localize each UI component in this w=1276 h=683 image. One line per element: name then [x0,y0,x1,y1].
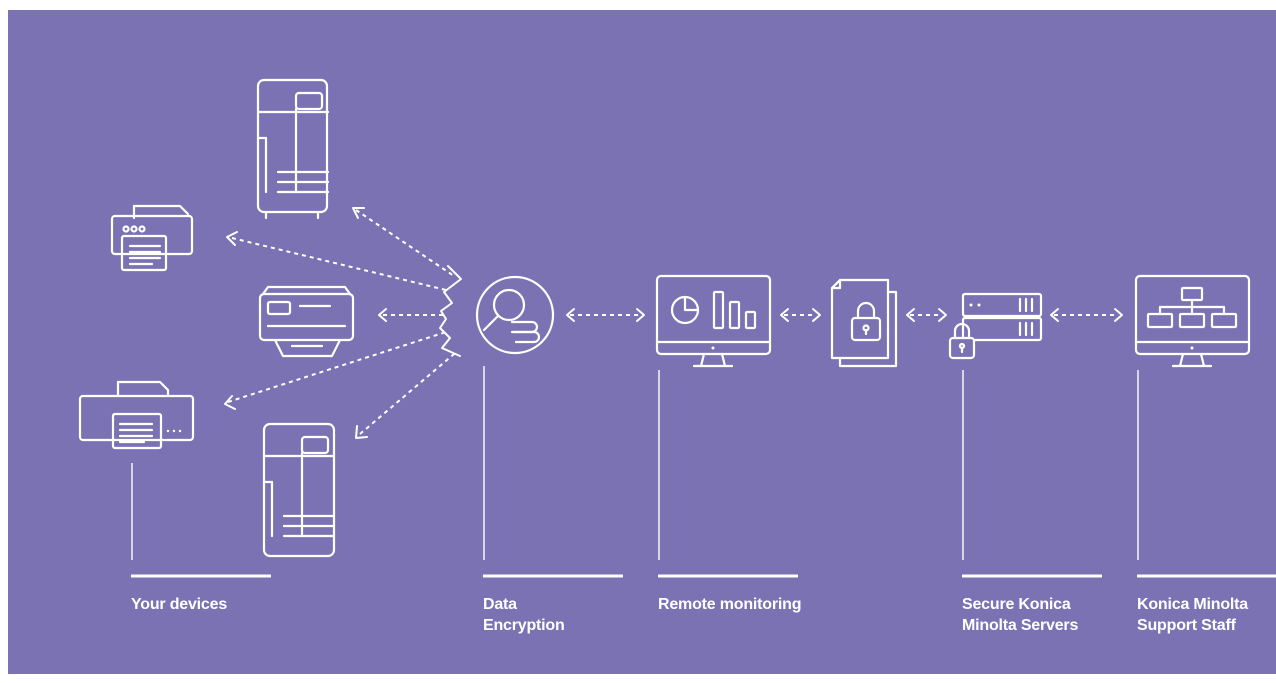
flow-arrows [567,309,1122,321]
secure-servers-label-line1: Secure Konica [962,596,1071,613]
support-network-monitor-icon [1136,276,1249,366]
support-staff-label-line1: Konica Minolta [1137,596,1248,613]
device-link-arrows [225,208,461,438]
multifunction-printer-icon [260,287,353,356]
stage-connector-lines [132,366,1138,560]
support-staff-label: Konica Minolta Support Staff [1137,594,1248,636]
data-encryption-label-line1: Data [483,596,517,613]
diagram-background [8,10,1276,674]
support-staff-label-line2: Support Staff [1137,617,1236,634]
wide-printer-icon [80,382,193,448]
data-encryption-label: Data Encryption [483,594,565,636]
secure-document-icon [832,280,896,366]
secure-server-icon [950,294,1041,358]
secure-servers-label: Secure Konica Minolta Servers [962,594,1078,636]
data-encryption-label-line2: Encryption [483,617,565,634]
monitoring-screen-icon [657,276,770,366]
secure-servers-label-line2: Minolta Servers [962,617,1079,634]
your-devices-label: Your devices [131,596,228,613]
tall-copier-bottom-icon [264,424,334,556]
remote-monitoring-label: Remote monitoring [658,596,802,613]
desktop-printer-icon [112,206,192,270]
encryption-magnifier-icon [477,277,553,353]
tall-copier-top-icon [258,80,328,218]
